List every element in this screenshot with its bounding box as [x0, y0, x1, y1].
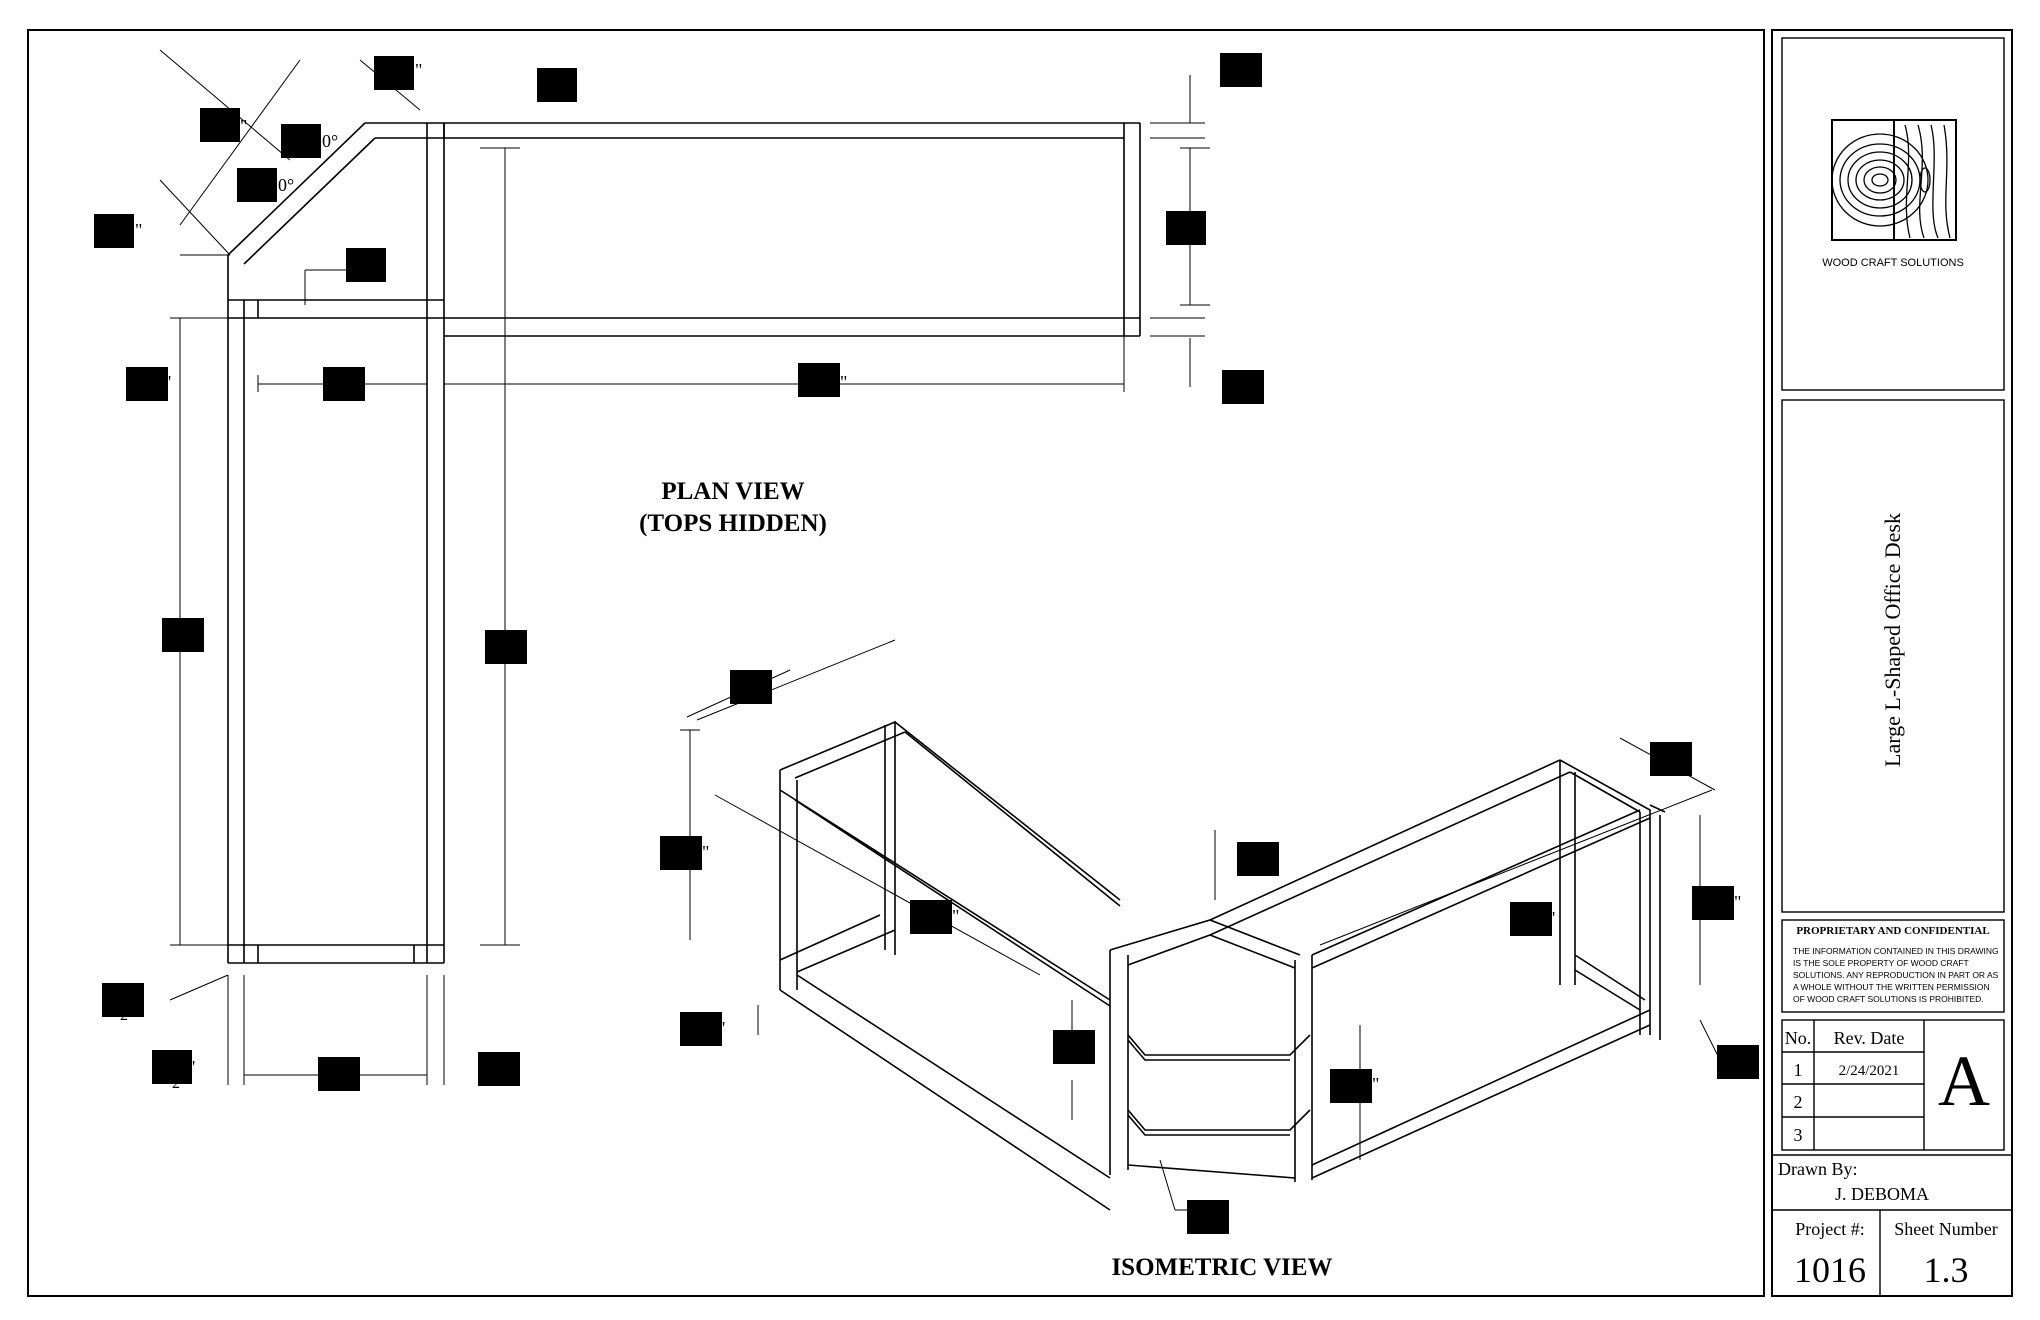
- redaction-box: [1187, 1200, 1229, 1234]
- rev-date-1: 2/24/2021: [1839, 1063, 1900, 1079]
- dim-fragment: ": [240, 116, 247, 136]
- project-number: 1016: [1794, 1250, 1866, 1290]
- drawn-by-name: J. DEBOMA: [1835, 1184, 1929, 1204]
- redaction-box: [1650, 742, 1692, 776]
- proprietary-line: OF WOOD CRAFT SOLUTIONS IS PROHIBITED.: [1793, 994, 1984, 1004]
- project-label: Project #:: [1795, 1219, 1865, 1239]
- redaction-box: [537, 68, 577, 102]
- proprietary-line: THE INFORMATION CONTAINED IN THIS DRAWIN…: [1793, 946, 1999, 956]
- redaction-box: [660, 836, 702, 870]
- isometric-view-title: ISOMETRIC VIEW: [1111, 1254, 1332, 1281]
- rev-header-no: No.: [1785, 1028, 1812, 1048]
- dim-fragment: ': [192, 1057, 195, 1077]
- dim-fragment: ': [722, 1018, 725, 1038]
- redaction-box: [152, 1050, 192, 1084]
- proprietary-line: A WHOLE WITHOUT THE WRITTEN PERMISSION: [1793, 982, 1990, 992]
- company-name: WOOD CRAFT SOLUTIONS: [1822, 257, 1964, 269]
- redaction-box: [1220, 53, 1262, 87]
- redaction-box: [1237, 842, 1279, 876]
- revision-letter: A: [1938, 1041, 1990, 1121]
- sheet-number: 1.3: [1924, 1250, 1969, 1290]
- rev-no-1: 1: [1794, 1060, 1803, 1080]
- redaction-box: [1330, 1069, 1372, 1103]
- redaction-box: [798, 363, 840, 397]
- dim-fragment: ": [702, 842, 709, 862]
- dim-fragment: 0°: [322, 131, 338, 151]
- isometric-view: [779, 720, 1666, 1211]
- proprietary-line: IS THE SOLE PROPERTY OF WOOD CRAFT: [1793, 958, 1969, 968]
- drawn-by-label: Drawn By:: [1778, 1159, 1858, 1179]
- company-logo: [1831, 119, 1957, 241]
- redaction-box: [1692, 886, 1734, 920]
- dim-fragment: ': [168, 372, 171, 392]
- rev-header-date: Rev. Date: [1834, 1028, 1905, 1048]
- redaction-box: [102, 983, 144, 1017]
- rev-no-2: 2: [1794, 1092, 1803, 1112]
- redaction-box: [1717, 1045, 1759, 1079]
- redaction-box: [323, 367, 365, 401]
- dim-fragment: 0°: [278, 175, 294, 195]
- dim-fragment: ": [1372, 1074, 1379, 1094]
- isometric-dimensions: [680, 639, 1721, 1211]
- drawing-title: Large L-Shaped Office Desk: [1880, 513, 1905, 767]
- redaction-box: [126, 367, 168, 401]
- redacted-dimensions-iso: [660, 670, 1759, 1234]
- dim-fragment: ": [415, 60, 422, 80]
- redaction-box: [680, 1012, 722, 1046]
- redaction-box: [162, 618, 204, 652]
- proprietary-heading: PROPRIETARY AND CONFIDENTIAL: [1796, 925, 1989, 937]
- redacted-dimensions-plan: [94, 53, 1264, 1091]
- redaction-box: [200, 108, 240, 142]
- plan-view: [227, 122, 1141, 964]
- redaction-box: [94, 214, 134, 248]
- dim-fragment: 2: [120, 1007, 128, 1024]
- redaction-box: [910, 900, 952, 934]
- redaction-box: [1053, 1030, 1095, 1064]
- redaction-box: [318, 1057, 360, 1091]
- rev-no-3: 3: [1794, 1125, 1803, 1145]
- plan-dimensions: [159, 49, 1210, 1085]
- redaction-box: [1166, 211, 1206, 245]
- dim-fragment: ": [952, 906, 959, 926]
- drawing-border: [27, 29, 1765, 1297]
- redaction-box: [281, 124, 321, 158]
- dim-fragment: 2: [172, 1075, 180, 1092]
- dim-fragment: ": [840, 372, 847, 392]
- redaction-box: [478, 1052, 520, 1086]
- proprietary-line: SOLUTIONS. ANY REPRODUCTION IN PART OR A…: [1793, 970, 1999, 980]
- sheet-label: Sheet Number: [1894, 1219, 1997, 1239]
- redaction-box: [374, 56, 414, 90]
- plan-view-title: PLAN VIEW: [661, 478, 804, 505]
- title-block-border: [1771, 29, 2013, 1297]
- redaction-box: [237, 168, 277, 202]
- redaction-box: [730, 670, 772, 704]
- redaction-box: [346, 248, 386, 282]
- redaction-box: [1510, 902, 1552, 936]
- dim-fragment: ": [1734, 892, 1741, 912]
- plan-view-subtitle: (TOPS HIDDEN): [639, 510, 827, 537]
- dim-fragment: ": [135, 220, 142, 240]
- dim-fragment: ": [1252, 67, 1259, 87]
- redaction-box: [1222, 370, 1264, 404]
- redaction-box: [485, 630, 527, 664]
- title-block: [1772, 37, 2012, 1296]
- dim-fragment: ': [1552, 908, 1555, 928]
